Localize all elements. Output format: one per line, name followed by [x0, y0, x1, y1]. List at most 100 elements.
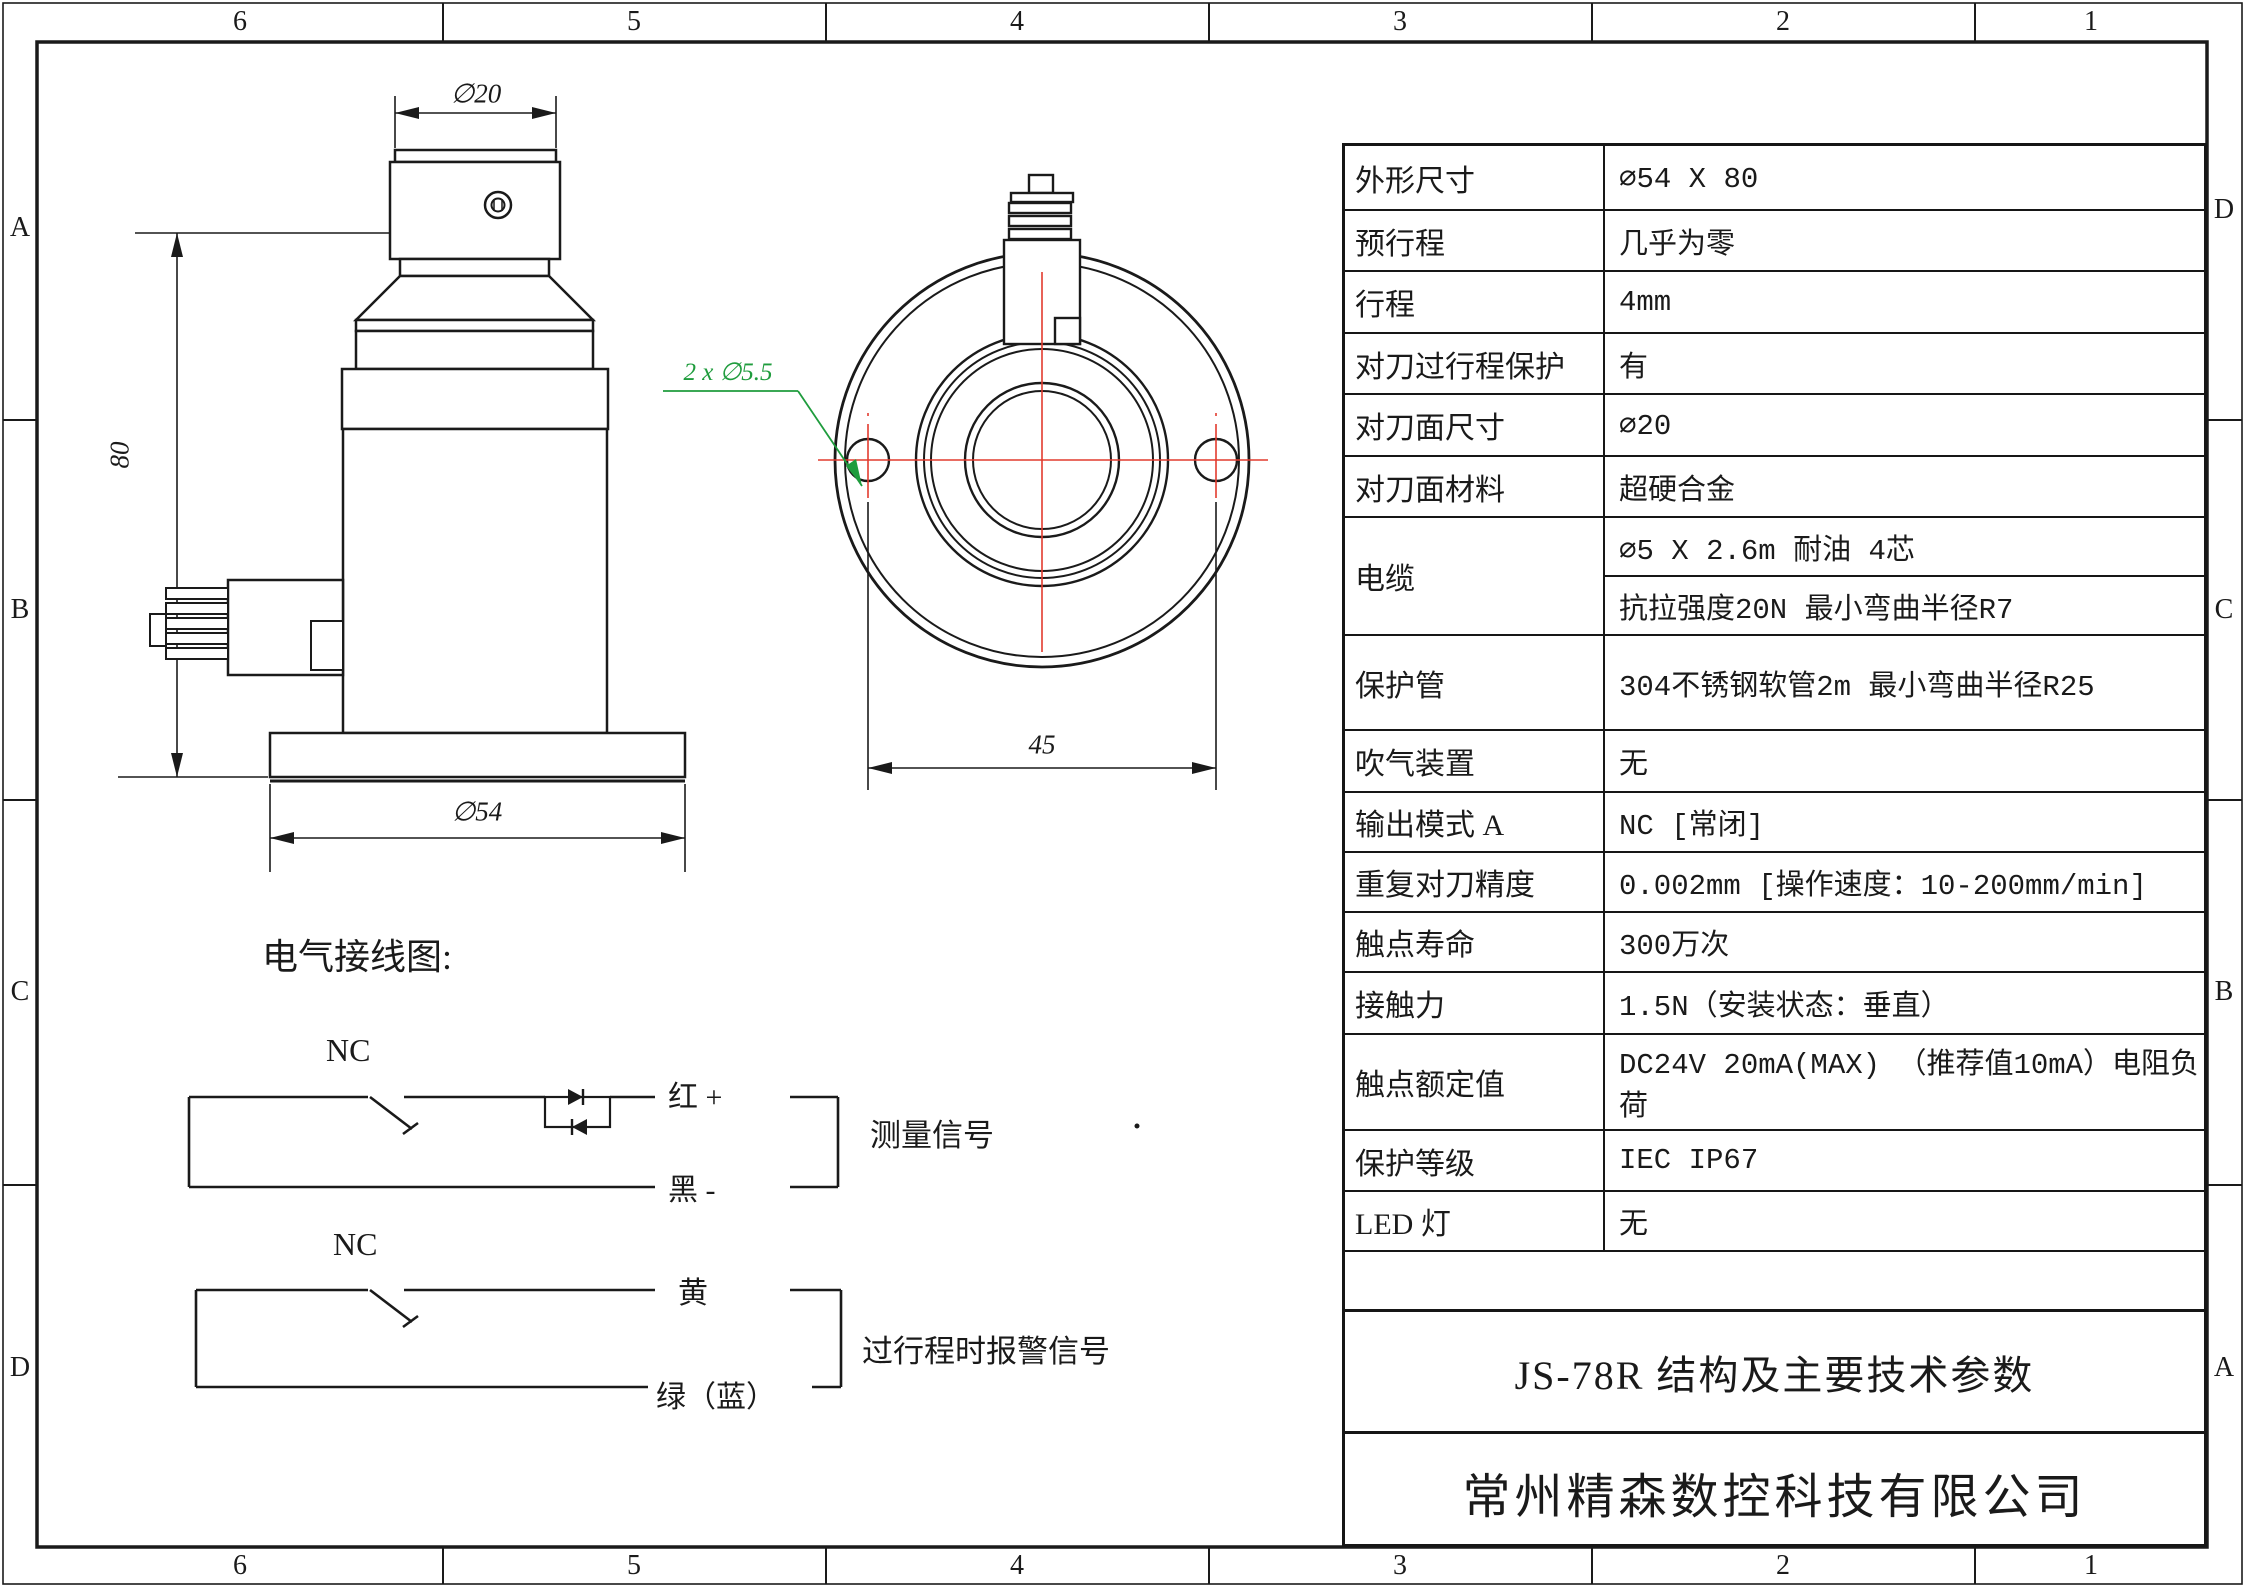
zone-top-6: 6 — [233, 6, 247, 37]
spec-label: 电缆 — [1345, 518, 1605, 634]
table-row: 对刀面尺寸 ∅20 — [1345, 393, 2204, 455]
wire-green-blue-label: 绿（蓝） — [656, 1381, 776, 1414]
spec-label: 行程 — [1345, 272, 1605, 332]
zone-top-1: 1 — [2084, 6, 2098, 37]
table-row: 行程 4mm — [1345, 270, 2204, 332]
zone-left-b: B — [10, 594, 30, 625]
table-row: 对刀面材料 超硬合金 — [1345, 455, 2204, 516]
wiring-heading: 电气接线图: — [262, 937, 453, 977]
alarm-signal-label: 过行程时报警信号 — [862, 1334, 1110, 1369]
spec-value-stack: ∅5 X 2.6m 耐油 4芯 抗拉强度20N 最小弯曲半径R7 — [1605, 518, 2204, 634]
dim-hole-callout: 2 x ∅5.5 — [683, 359, 773, 386]
dim-flange-diameter: ∅54 — [451, 796, 503, 827]
spec-label: 触点额定值 — [1345, 1035, 1605, 1129]
zone-top-2: 2 — [1776, 6, 1790, 37]
drawing-title: JS-78R 结构及主要技术参数 — [1345, 1309, 2204, 1431]
spec-label: 预行程 — [1345, 211, 1605, 270]
spec-label: LED 灯 — [1345, 1192, 1605, 1250]
spec-value: 抗拉强度20N 最小弯曲半径R7 — [1605, 575, 2204, 634]
spec-value: ∅5 X 2.6m 耐油 4芯 — [1619, 534, 1915, 568]
centerlines — [818, 272, 1268, 652]
spec-value: 超硬合金 — [1619, 474, 1736, 508]
zone-left-c: C — [10, 976, 30, 1007]
spec-label: 触点寿命 — [1345, 913, 1605, 971]
spec-label: 输出模式 A — [1345, 793, 1605, 851]
measure-signal-label: 测量信号 — [870, 1118, 994, 1153]
dim-hole-spacing: 45 — [1028, 729, 1056, 760]
wiring-circuit-2 — [194, 1288, 843, 1389]
spec-value: 几乎为零 — [1619, 228, 1736, 262]
spec-label: 外形尺寸 — [1345, 146, 1605, 209]
hole-callout-leader — [663, 390, 863, 487]
table-row: 触点额定值 DC24V 20mA(MAX) （推荐值10mA）电阻负荷 — [1345, 1033, 2204, 1129]
spec-value: DC24V 20mA(MAX) （推荐值10mA）电阻负荷 — [1619, 1049, 2200, 1124]
spec-value: ∅20 — [1619, 410, 1672, 443]
zone-right-d: D — [2213, 194, 2235, 225]
table-row: 预行程 几乎为零 — [1345, 209, 2204, 270]
arrow-down — [171, 753, 183, 777]
wiring-circuit-1 — [187, 1095, 840, 1189]
table-row: 对刀过行程保护 有 — [1345, 332, 2204, 393]
stray-dot — [1134, 1123, 1140, 1129]
spec-value: NC [常闭] — [1619, 810, 1765, 843]
wire-red-plus-label: 红 + — [668, 1081, 723, 1114]
zone-bottom-2: 2 — [1776, 1550, 1790, 1581]
table-row: 重复对刀精度 0.002mm [操作速度：10-200mm/min] — [1345, 851, 2204, 911]
dim-top-diameter: ∅20 — [450, 78, 502, 109]
spec-value: IEC IP67 — [1619, 1144, 1759, 1177]
spec-value: 0.002mm [操作速度：10-200mm/min] — [1619, 870, 2147, 903]
zone-bottom-4: 4 — [1010, 1550, 1024, 1581]
zone-right-a: A — [2213, 1352, 2235, 1383]
spec-label: 重复对刀精度 — [1345, 853, 1605, 911]
zone-right-c: C — [2214, 594, 2234, 625]
zone-bottom-6: 6 — [233, 1550, 247, 1581]
arrow-up — [171, 233, 183, 257]
zone-left-a: A — [9, 212, 31, 243]
table-row-cable: 电缆 ∅5 X 2.6m 耐油 4芯 抗拉强度20N 最小弯曲半径R7 — [1345, 516, 2204, 634]
table-empty-row — [1345, 1250, 2204, 1309]
side-view — [149, 148, 687, 783]
table-row: LED 灯 无 — [1345, 1190, 2204, 1250]
spec-value: 4mm — [1619, 285, 1672, 319]
spec-value: 无 — [1619, 749, 1649, 782]
spec-label: 对刀过行程保护 — [1345, 334, 1605, 393]
table-row: 输出模式 A NC [常闭] — [1345, 791, 2204, 851]
dim-45-lines — [867, 502, 1217, 790]
table-row: 保护管 304不锈钢软管2m 最小弯曲半径R25 — [1345, 634, 2204, 729]
dim-54-lines — [269, 784, 686, 872]
spec-value: 有 — [1619, 351, 1649, 385]
spec-value: 无 — [1619, 1209, 1649, 1242]
spec-label: 对刀面尺寸 — [1345, 395, 1605, 455]
table-row: 外形尺寸 ∅54 X 80 — [1345, 146, 2204, 209]
zone-bottom-1: 1 — [2084, 1550, 2098, 1581]
zone-bottom-5: 5 — [627, 1550, 641, 1581]
spec-label: 对刀面材料 — [1345, 457, 1605, 516]
spec-label: 吹气装置 — [1345, 731, 1605, 791]
zone-left-d: D — [9, 1352, 31, 1383]
wire-yellow-label: 黄 — [678, 1277, 708, 1310]
spec-label: 接触力 — [1345, 973, 1605, 1033]
spec-value: 1.5N（安装状态：垂直） — [1619, 991, 1950, 1024]
diode-pair — [568, 1089, 587, 1135]
spec-label: 保护等级 — [1345, 1131, 1605, 1190]
spec-value: 304不锈钢软管2m 最小弯曲半径R25 — [1619, 670, 2095, 704]
zone-top-3: 3 — [1393, 6, 1407, 37]
wiring-nc1-label: NC — [326, 1032, 371, 1068]
zone-bottom-3: 3 — [1393, 1550, 1407, 1581]
spec-value: 300万次 — [1619, 930, 1730, 963]
spec-table: 外形尺寸 ∅54 X 80 预行程 几乎为零 行程 4mm 对刀过行程保护 有 … — [1342, 143, 2207, 1547]
table-row: 接触力 1.5N（安装状态：垂直） — [1345, 971, 2204, 1033]
zone-right-b: B — [2214, 976, 2234, 1007]
spec-value: ∅54 X 80 — [1619, 162, 1759, 196]
table-row: 触点寿命 300万次 — [1345, 911, 2204, 971]
wiring-nc2-label: NC — [333, 1226, 378, 1262]
dim-body-height: 80 — [104, 441, 135, 469]
wire-black-minus-label: 黑 - — [668, 1174, 716, 1207]
zone-top-4: 4 — [1010, 6, 1024, 37]
zone-top-5: 5 — [627, 6, 641, 37]
company-name: 常州精森数控科技有限公司 — [1345, 1431, 2204, 1550]
table-row: 吹气装置 无 — [1345, 729, 2204, 791]
spec-label: 保护管 — [1345, 636, 1605, 729]
